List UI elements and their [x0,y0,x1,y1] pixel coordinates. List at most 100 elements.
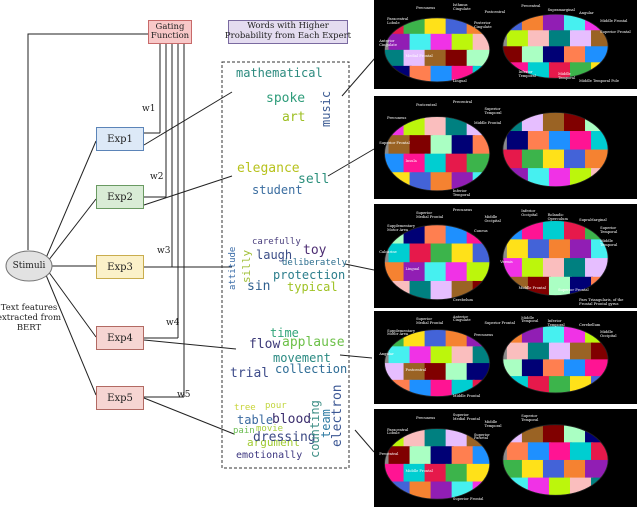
brain-region [506,168,530,187]
weight-label-1: w1 [142,104,156,114]
brain-region [472,33,490,51]
brain-region-label: Superior Frontal [452,497,484,501]
brain-region-label: Superior Frontal [484,321,515,326]
brain-region-label: Superior Temporal [521,413,539,422]
expert-5-box: Exp5 [96,386,144,410]
word-cloud-5-word: tree [234,403,256,413]
brain-region [527,276,551,296]
brain-region-label: Middle Temporal [521,315,539,324]
brain-region [445,49,469,67]
brain-region-label: Superior Frontal [600,30,631,35]
brain-region [424,116,448,137]
brain-region [527,477,551,496]
brain-region-label: Calcarine [379,249,397,254]
brain-region [563,459,588,479]
brain-region-label: Precuneus [416,415,436,420]
brain-region-label: Inferior Occipital [521,209,538,217]
brain-region [585,46,609,64]
brain-region [384,153,406,174]
word-cloud-3-word: sin [247,279,271,294]
brain-region-label: Superior Frontal [558,288,589,293]
brain-region [548,168,572,187]
brain-region-label: Supplementary Motor Area [387,328,415,337]
brain-region-label: Superior Temporal [600,225,618,234]
brain-region [409,135,433,155]
brain-region-label: Superior Medial Frontal [452,412,481,421]
brain-region-label: Precuneus [416,6,436,11]
brain-region [451,346,475,365]
brain-region [445,363,469,381]
brain-region-label: Lingual [405,267,420,272]
exp2-to-words [143,175,233,206]
brain-region-label: Postcentral [405,367,427,372]
brain-region [527,342,551,361]
brain-region-label: Middle Occipital [484,215,501,224]
brain-region [542,14,566,32]
brain-region [591,131,609,151]
brain-region-label: Superior Temporal [484,107,502,116]
brain-region [472,243,490,264]
exp4-to-words [143,339,237,350]
brain-region [569,30,594,48]
brain-region [388,33,412,51]
brain-render [384,325,609,397]
stimuli-to-exp2 [47,198,97,262]
brain-region [569,131,594,151]
brain-region-label: Inferior Temporal [518,70,536,78]
word-cloud-5-word: dressing [253,430,316,445]
gating-function-box: Gating Function [148,20,192,44]
brain-region [466,224,490,245]
brain-region-label: Superior Frontal [379,141,410,146]
brain-region [430,346,454,365]
brain-region [430,172,454,191]
brain-region [384,363,406,381]
brain-region [527,239,551,260]
brain-region-label: Middle Occipital [600,330,617,339]
brain-region-label: Posterior Cingulate [473,21,492,30]
weight-label-2: w2 [150,172,164,182]
weight-label-4: w4 [166,318,180,328]
brain-region-label: Superior Medial Frontal [416,317,444,326]
brain-region [424,463,448,483]
brain-region [424,262,448,282]
brain-region [466,262,490,282]
brain-region [506,376,530,393]
brain-region [388,379,412,397]
brain-region-label: Precentral [521,4,541,9]
brain-region-label: Anterior Cingulate [379,39,397,47]
expert-2-label: Exp2 [107,191,133,203]
brain-region-label: Cuneus [473,229,488,233]
word-cloud-4-word: flow [249,337,281,352]
brain-region [585,258,609,278]
brain-region [466,116,490,137]
weight-label-5: w5 [177,390,191,400]
brain-region-label: Angular [379,351,394,356]
weight-label-3: w3 [157,246,171,256]
brain-region [409,65,433,82]
brain-region [424,363,448,381]
brain-region [388,280,412,300]
exp1-to-words [143,91,233,146]
brain-region [542,258,566,278]
brain-region-label: Postcentral [416,103,437,108]
brain-region-label: Anterior Cingulate [452,314,471,323]
brain-region [388,346,412,365]
brain-region [424,49,448,67]
brain-region-label: Middle Temporal [484,419,502,428]
brain-region-label: Angular [579,11,594,16]
brain-region [585,112,609,133]
word-cloud-3-word: attitude [228,246,238,290]
exp5-to-words [143,397,235,435]
gating-to-stimuli-line [27,33,148,250]
brain-region [384,463,406,483]
brain-region [542,359,566,378]
expert-3-box: Exp3 [96,255,144,279]
brain-region [527,376,551,393]
brain-region [542,325,566,344]
brain-region [542,459,566,479]
brain-region [591,442,609,461]
brain-region [591,62,609,79]
brain-region [506,342,530,361]
